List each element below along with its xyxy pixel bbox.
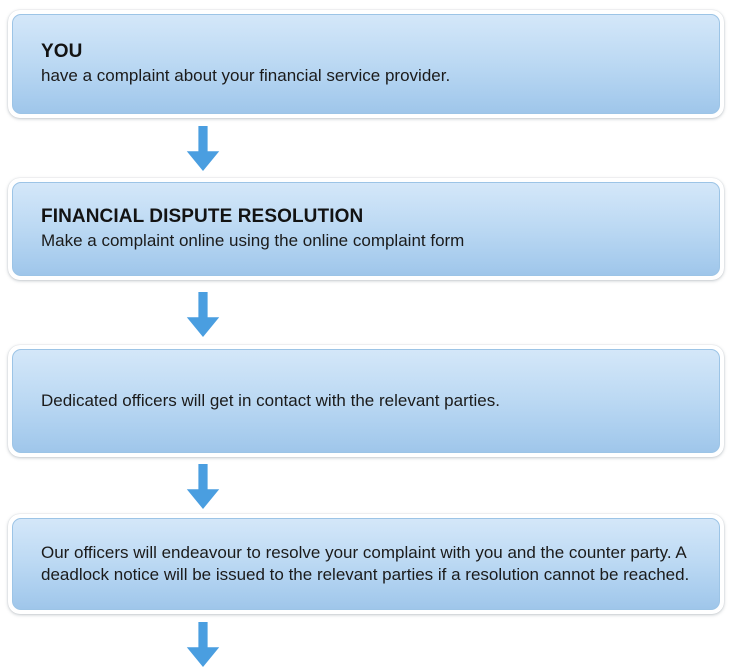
- flow-step-description: Our officers will endeavour to resolve y…: [41, 542, 690, 584]
- flow-step-body: Our officers will endeavour to resolve y…: [12, 518, 720, 610]
- arrow-down-icon: [181, 126, 225, 172]
- arrow-down-icon: [181, 292, 225, 338]
- flow-step-body: YOU have a complaint about your financia…: [12, 14, 720, 114]
- flow-step-financial-dispute-resolution: FINANCIAL DISPUTE RESOLUTION Make a comp…: [8, 178, 724, 280]
- flow-step-endeavour-resolve: Our officers will endeavour to resolve y…: [8, 514, 724, 614]
- flow-step-dedicated-officers: Dedicated officers will get in contact w…: [8, 345, 724, 457]
- flow-step-description: have a complaint about your financial se…: [41, 65, 451, 85]
- flow-step-title: FINANCIAL DISPUTE RESOLUTION: [41, 205, 364, 227]
- flow-step-body: Dedicated officers will get in contact w…: [12, 349, 720, 453]
- flow-step-title: YOU: [41, 40, 83, 62]
- arrow-down-icon: [181, 464, 225, 510]
- flow-step-you: YOU have a complaint about your financia…: [8, 10, 724, 118]
- arrow-down-icon: [181, 622, 225, 668]
- flow-step-description: Dedicated officers will get in contact w…: [41, 390, 500, 410]
- flow-step-description: Make a complaint online using the online…: [41, 230, 465, 250]
- flow-step-body: FINANCIAL DISPUTE RESOLUTION Make a comp…: [12, 182, 720, 276]
